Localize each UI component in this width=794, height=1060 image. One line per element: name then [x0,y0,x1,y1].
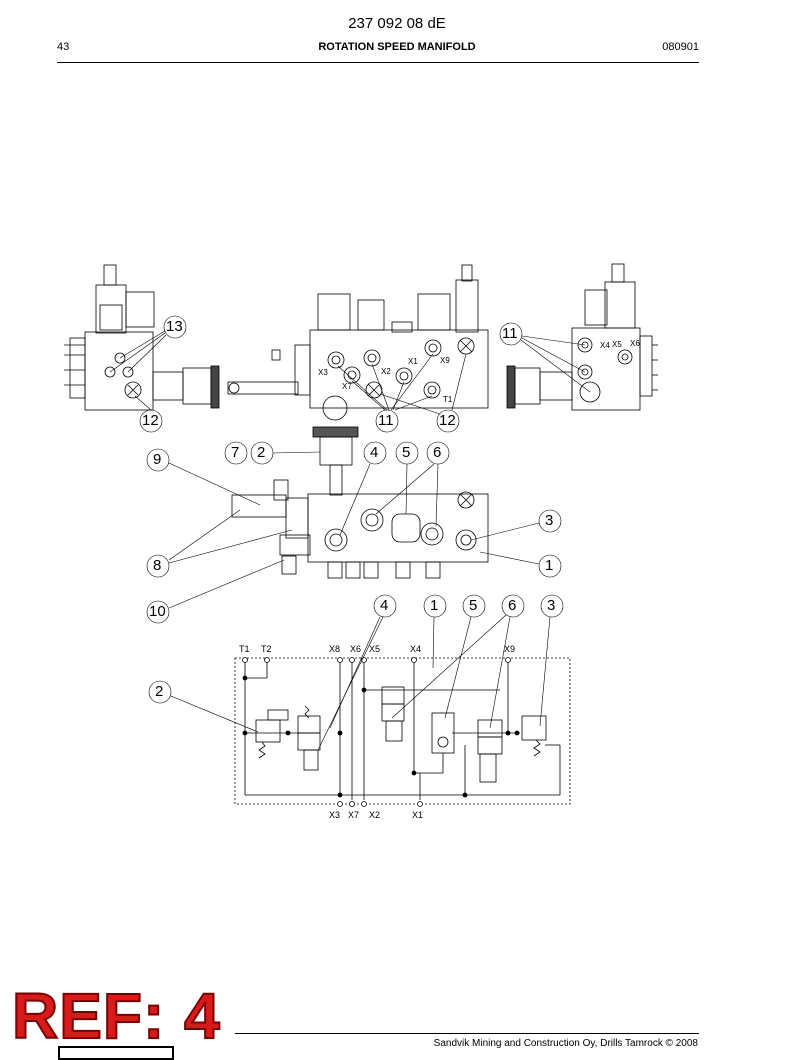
callout-8 [146,554,170,578]
svg-text:X9: X9 [440,356,450,365]
center-front-view [227,264,489,421]
svg-text:X3: X3 [318,368,328,377]
svg-text:X5: X5 [612,340,622,349]
callout-6-schematic [501,594,525,618]
svg-text:T2: T2 [261,644,272,654]
svg-text:X2: X2 [381,367,391,376]
page-title: ROTATION SPEED MANIFOLD [318,41,476,53]
manifold-top-view [231,426,489,579]
callout-number: 2 [257,444,266,461]
svg-text:T1: T1 [443,395,453,404]
right-side-view [506,263,658,411]
svg-text:X8: X8 [329,644,340,654]
callout-number: 12 [439,412,456,429]
svg-text:X3: X3 [329,810,340,820]
schematic-callouts [148,594,564,751]
callout-number: 7 [231,444,240,461]
callout-number: 10 [149,603,166,620]
callout-4-mid [363,441,387,465]
callout-number: 5 [469,597,478,614]
svg-text:X9: X9 [504,644,515,654]
svg-text:X5: X5 [369,644,380,654]
callout-10 [146,600,170,624]
callout-number: 5 [402,444,411,461]
left-fittings [69,337,86,399]
callout-2-schematic [148,680,172,704]
middle-callouts [146,441,562,624]
svg-text:X7: X7 [348,810,359,820]
svg-text:X6: X6 [350,644,361,654]
footer-rule [235,1033,699,1034]
callout-9 [146,448,170,472]
callout-number: 3 [547,597,556,614]
callout-number: 2 [155,683,164,700]
callout-number: 6 [433,444,442,461]
callout-3-schematic [540,594,564,618]
svg-text:X2: X2 [369,810,380,820]
top-callouts [109,315,591,433]
schematic-boundary [234,657,571,805]
callout-number: 4 [370,444,379,461]
svg-text:X4: X4 [410,644,421,654]
callout-5-schematic [462,594,486,618]
svg-text:X1: X1 [408,357,418,366]
callout-4-schematic [373,594,397,618]
svg-text:X1: X1 [412,810,423,820]
schematic-port-labels: T1 T2 X8 X6 X5 X4 X9 X3 X7 X2 X1 [239,644,515,820]
callout-number: 1 [430,597,439,614]
hydraulic-schematic [234,657,571,807]
callout-number: 9 [153,451,162,468]
svg-text:T1: T1 [239,644,250,654]
callout-1-mid [538,554,562,578]
callout-1-schematic [423,594,447,618]
callout-number: 1 [545,557,554,574]
page-number: 43 [57,41,70,53]
document-number: 237 092 08 dE [348,15,446,32]
callout-12-center [436,409,460,433]
header-rule [57,62,699,63]
callout-7 [224,441,248,465]
svg-text:X6: X6 [630,339,640,348]
callout-number: 3 [545,512,554,529]
footer-copyright: Sandvik Mining and Construction Oy, Dril… [433,1038,698,1049]
reference-stamp: REF: 4 [11,980,221,1052]
callout-number: 8 [153,557,162,574]
revision-date: 080901 [662,41,699,53]
svg-text:X4: X4 [600,341,610,350]
callout-11-right [499,322,523,346]
callout-number: 4 [380,597,389,614]
svg-text:X7: X7 [342,382,352,391]
callout-number: 13 [166,318,183,335]
callout-number: 11 [502,325,518,342]
callout-number: 6 [508,597,517,614]
callout-number: 11 [378,412,394,429]
left-side-view [64,264,220,411]
callout-13 [163,315,187,339]
callout-3-mid [538,509,562,533]
callout-number: 12 [142,412,159,429]
